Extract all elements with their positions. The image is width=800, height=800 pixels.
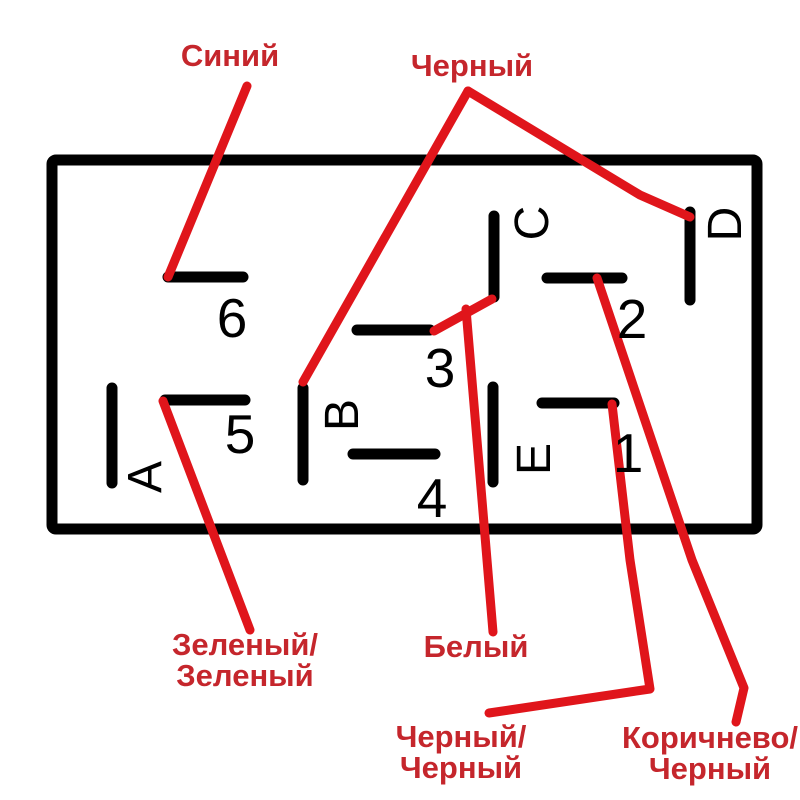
terminal-label-4: 4 [417,467,448,529]
wire-label-brown-black-line1: Коричнево/ [621,720,799,755]
wire-label-green-line1: Зеленый/ [171,627,319,662]
wire-label-black-black: Черный/ Черный [396,721,527,783]
terminal-label-5: 5 [225,403,256,465]
wire-label-green: Зеленый/ Зеленый [172,629,318,691]
wire-line-green [158,396,255,635]
wire-label-blue: Синий [181,40,279,71]
wire-label-brown-black-line2: Черный [648,751,772,786]
wire-line-black-black [484,399,655,718]
wire-line-black-to-d [463,86,695,222]
wire-line-black-to-b [298,86,473,387]
terminal-label-2: 2 [617,288,648,350]
wire-label-black: Черный [411,50,533,81]
wire-label-brown-black: Коричнево/ Черный [622,722,798,784]
wire-line-brown-black [592,273,749,727]
wire-label-white: Белый [424,631,529,662]
wire-label-blue-text: Синий [180,38,280,73]
terminal-letter-c: C [506,206,559,241]
terminal-letter-b: B [316,399,369,431]
terminal-letter-d: D [699,207,752,242]
wire-label-black-black-line1: Черный/ [395,719,527,754]
wire-label-white-text: Белый [423,629,529,664]
wire-label-green-line2: Зеленый [176,658,314,693]
terminal-label-6: 6 [217,287,248,349]
wire-label-black-text: Черный [410,48,534,83]
terminal-letter-a: A [119,461,172,493]
wire-line-blue [163,81,252,282]
terminal-label-3: 3 [425,337,456,399]
terminal-label-1: 1 [613,422,644,484]
connector-body-outline [46,154,763,535]
wire-line-white [461,304,498,637]
wire-label-black-black-line2: Черный [399,750,523,785]
terminal-letter-e: E [508,443,561,475]
